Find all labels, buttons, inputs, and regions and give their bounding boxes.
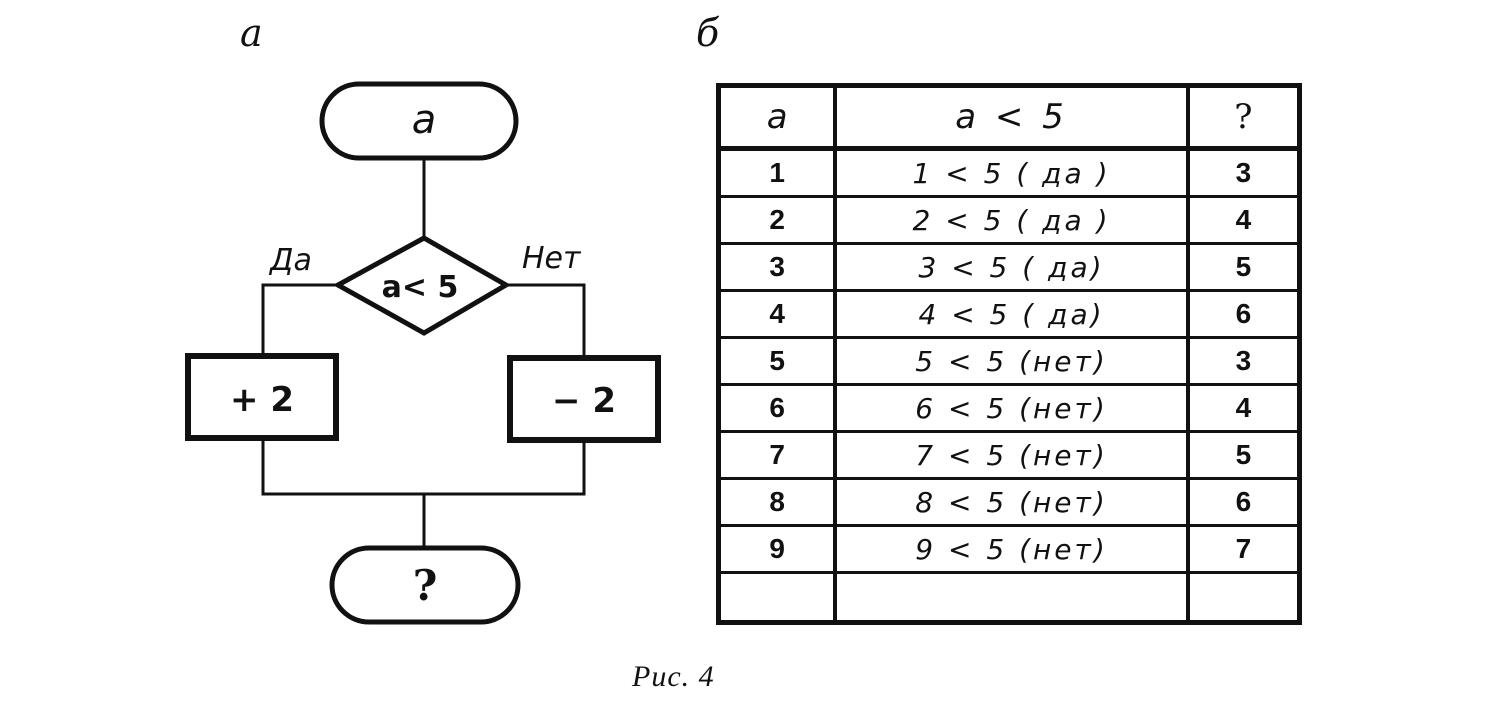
cell-result: 4 [1185, 196, 1302, 245]
flowchart: а а< 5 Да Нет + 2 − 2 ? [185, 81, 661, 625]
cell-condition: 1 < 5 ( да ) [833, 148, 1190, 198]
yes-branch-label: Да [268, 243, 312, 278]
table-row: 8 8 < 5 (нет) 6 [716, 478, 1302, 527]
table-row: 5 5 < 5 (нет) 3 [716, 337, 1302, 386]
no-branch-label: Нет [522, 241, 582, 276]
cell-a: 9 [716, 525, 838, 574]
start-terminal: а [319, 81, 519, 161]
no-action-box: − 2 [507, 355, 661, 443]
cell-result: 4 [1185, 384, 1302, 433]
cell-result: 5 [1185, 431, 1302, 480]
cell-condition: 6 < 5 (нет) [833, 384, 1190, 433]
end-terminal: ? [329, 545, 521, 625]
cell-a: 3 [716, 243, 838, 292]
flowchart-connectors [261, 158, 586, 548]
table-row: 2 2 < 5 ( да ) 4 [716, 196, 1302, 245]
cell-result: 6 [1185, 478, 1302, 527]
table-row: 4 4 < 5 ( да) 6 [716, 290, 1302, 339]
header-a: а [716, 85, 838, 151]
cell-condition: 4 < 5 ( да) [833, 290, 1190, 339]
figure-caption: Рис. 4 [632, 660, 715, 693]
cell-condition: 9 < 5 (нет) [833, 525, 1190, 574]
cell-a: 4 [716, 290, 838, 339]
cell-result [1185, 572, 1302, 624]
start-terminal-label: а [412, 97, 437, 143]
cell-condition: 8 < 5 (нет) [833, 478, 1190, 527]
panel-label-b: б [696, 11, 720, 55]
end-terminal-label: ? [413, 561, 438, 610]
cell-result: 6 [1185, 290, 1302, 339]
yes-action-label: + 2 [230, 380, 294, 420]
header-result: ? [1185, 85, 1302, 151]
cell-condition: 2 < 5 ( да ) [833, 196, 1190, 245]
header-condition: а < 5 [833, 85, 1190, 151]
cell-condition: 7 < 5 (нет) [833, 431, 1190, 480]
table-row-empty [716, 572, 1302, 624]
cell-a: 5 [716, 337, 838, 386]
table-row: 3 3 < 5 ( да) 5 [716, 243, 1302, 292]
cell-condition: 5 < 5 (нет) [833, 337, 1190, 386]
yes-action-box: + 2 [185, 353, 339, 441]
trace-table: а а < 5 ? 1 1 < 5 ( да ) 3 2 2 < 5 ( да … [716, 83, 1302, 625]
cell-result: 3 [1185, 148, 1302, 198]
cell-result: 3 [1185, 337, 1302, 386]
cell-condition: 3 < 5 ( да) [833, 243, 1190, 292]
table-row: 7 7 < 5 (нет) 5 [716, 431, 1302, 480]
condition-diamond: а< 5 [332, 235, 511, 336]
trace-table-header: а а < 5 ? [716, 85, 1302, 151]
no-action-label: − 2 [552, 381, 616, 421]
panel-label-a: а [240, 11, 263, 55]
table-row: 6 6 < 5 (нет) 4 [716, 384, 1302, 433]
cell-result: 5 [1185, 243, 1302, 292]
cell-a: 7 [716, 431, 838, 480]
cell-result: 7 [1185, 525, 1302, 574]
condition-label: а< 5 [382, 270, 459, 305]
table-row: 1 1 < 5 ( да ) 3 [716, 148, 1302, 198]
cell-a: 6 [716, 384, 838, 433]
cell-a: 2 [716, 196, 838, 245]
cell-a: 8 [716, 478, 838, 527]
table-row: 9 9 < 5 (нет) 7 [716, 525, 1302, 574]
cell-condition [833, 572, 1190, 624]
cell-a: 1 [716, 148, 838, 198]
cell-a [716, 572, 838, 624]
